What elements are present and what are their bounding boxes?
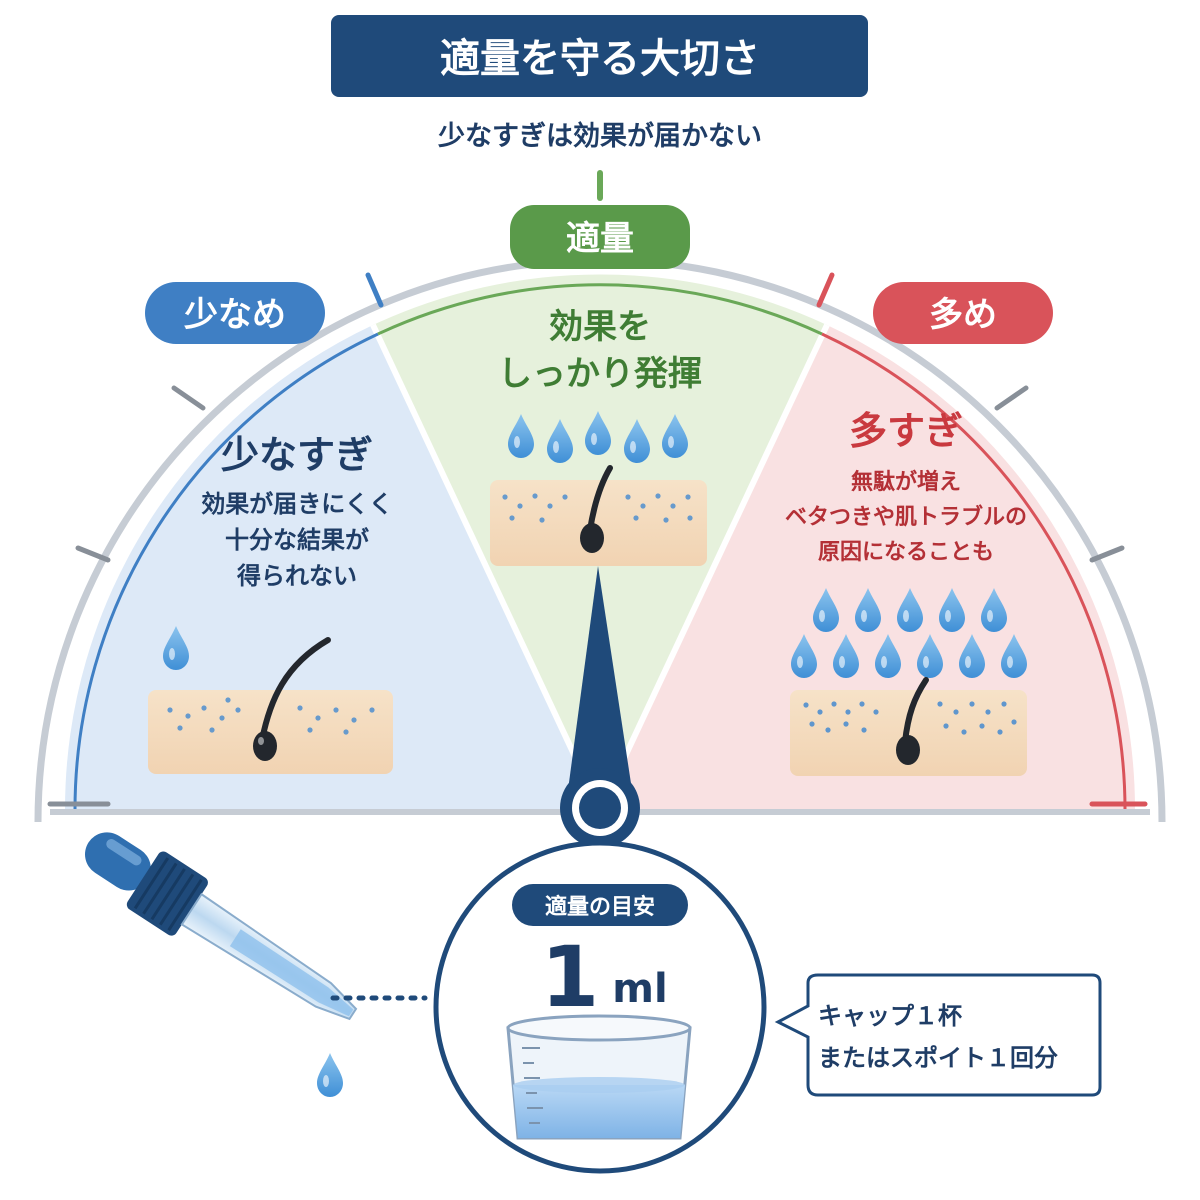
optimal-desc-1: 効果を [549, 307, 651, 347]
high-heading: 多すぎ [849, 409, 963, 453]
high-skin-diagram [790, 677, 1027, 776]
gauge-sector-low [64, 325, 601, 810]
low-desc-2: 十分な結果が [225, 526, 369, 554]
hair-follicle-icon [259, 637, 331, 743]
low-heading: 少なすぎ [221, 433, 373, 477]
dose-label: 適量の目安 [545, 894, 655, 920]
gauge-rim-low [73, 332, 379, 811]
low-skin-diagram [148, 637, 393, 774]
dose-indicator: 適量の目安 1 ml [433, 840, 767, 1174]
optimal-skin-diagram [490, 465, 707, 566]
low-desc-1: 効果が届きにくく [201, 490, 393, 518]
measuring-cup-icon [506, 1014, 692, 1140]
water-drop-icon [317, 1053, 343, 1097]
hair-follicle-icon [902, 677, 929, 745]
badge-low: 少なめ [145, 282, 325, 344]
dropper-icon [85, 832, 358, 1097]
page-title: 適量を守る大切さ [440, 36, 760, 82]
high-desc-3: 原因になることも [818, 540, 994, 565]
badge-high-label: 多め [929, 295, 997, 335]
gauge-sector-high [600, 325, 1136, 810]
gauge-rim-high [821, 332, 1127, 811]
dose-value: 1 [541, 928, 599, 1026]
gauge-needle [560, 566, 640, 848]
header: 適量を守る大切さ 少なすぎは効果が届かない [331, 15, 868, 152]
dose-note-2: またはスポイト１回分 [818, 1044, 1058, 1072]
badge-high: 多め [873, 282, 1053, 344]
badge-optimal: 適量 [510, 205, 690, 269]
gauge-ticks [47, 170, 1148, 807]
dose-note-1: キャップ１杯 [818, 1002, 962, 1030]
dose-label-badge [512, 884, 688, 926]
high-desc-2: ベタつきや肌トラブルの [785, 504, 1027, 530]
badge-optimal-label: 適量 [566, 219, 634, 259]
optimal-desc-2: しっかり発揮 [498, 354, 702, 394]
high-desc-1: 無駄が増え [851, 469, 961, 495]
gauge: 少なめ 適量 多め 少なすぎ 効果が届きにくく 十分な結果が 得られない 効果を… [34, 170, 1166, 848]
title-banner [331, 15, 868, 97]
dose-note-callout: キャップ１杯 またはスポイト１回分 [774, 973, 1102, 1097]
gauge-rim-optimal [377, 283, 823, 336]
dose-unit: ml [612, 966, 667, 1012]
badge-low-label: 少なめ [184, 295, 286, 335]
low-desc-3: 得られない [236, 562, 357, 590]
page-subtitle: 少なすぎは効果が届かない [438, 120, 762, 152]
